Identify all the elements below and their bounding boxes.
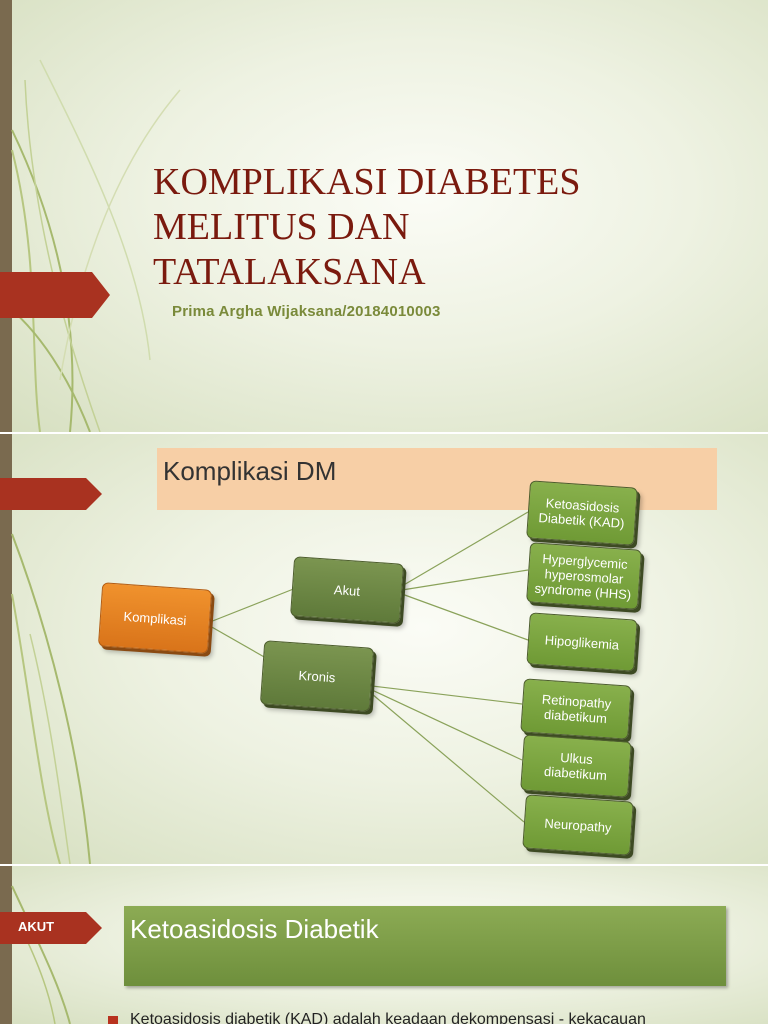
node-kad: Ketoasidosis Diabetik (KAD) bbox=[526, 480, 638, 546]
body-text: Ketoasidosis diabetik (KAD) adalah keada… bbox=[130, 1011, 646, 1024]
section-header-text: Komplikasi DM bbox=[163, 456, 337, 486]
node-hhs: Hyperglycemic hyperosmolar syndrome (HHS… bbox=[526, 542, 642, 610]
node-komplikasi: Komplikasi bbox=[97, 582, 213, 654]
akut-tag: AKUT bbox=[18, 919, 55, 934]
slide-separator bbox=[0, 432, 768, 434]
node-hipoglikemia: Hipoglikemia bbox=[526, 612, 638, 672]
left-bar bbox=[0, 0, 12, 432]
bullet-icon bbox=[108, 1016, 118, 1024]
title-line-2: MELITUS DAN bbox=[153, 206, 410, 248]
slide-separator bbox=[0, 864, 768, 866]
section-header: Ketoasidosis Diabetik bbox=[124, 906, 726, 986]
slide-subtitle: Prima Argha Wijaksana/20184010003 bbox=[172, 303, 441, 320]
left-bar bbox=[0, 434, 12, 864]
node-ulkus: Ulkus diabetikum bbox=[520, 734, 632, 798]
connector-lines bbox=[209, 511, 529, 823]
title-slide: KOMPLIKASI DIABETES MELITUS DAN TATALAKS… bbox=[0, 0, 768, 432]
title-line-1: KOMPLIKASI DIABETES bbox=[153, 161, 581, 203]
decorative-curves bbox=[11, 885, 71, 1024]
node-akut: Akut bbox=[290, 556, 404, 624]
title-line-3: TATALAKSANA bbox=[153, 251, 426, 293]
akut-tab-icon bbox=[0, 912, 102, 944]
slide-title: KOMPLIKASI DIABETES MELITUS DAN TATALAKS… bbox=[153, 160, 633, 295]
section-header: Komplikasi DM bbox=[157, 448, 717, 510]
diagram-slide: Komplikasi DM Komplikasi Akut Kronis Ket… bbox=[0, 434, 768, 864]
decorative-curves bbox=[11, 533, 91, 864]
node-neuropathy: Neuropathy bbox=[522, 794, 634, 856]
arrow-tab-icon bbox=[0, 272, 110, 318]
akut-slide: AKUT Ketoasidosis Diabetik Ketoasidosis … bbox=[0, 866, 768, 1024]
left-bar bbox=[0, 866, 12, 1024]
node-kronis: Kronis bbox=[259, 640, 375, 712]
arrow-tab-icon bbox=[0, 478, 102, 510]
node-retinopathy: Retinopathy diabetikum bbox=[520, 678, 632, 740]
section-header-text: Ketoasidosis Diabetik bbox=[130, 914, 379, 944]
